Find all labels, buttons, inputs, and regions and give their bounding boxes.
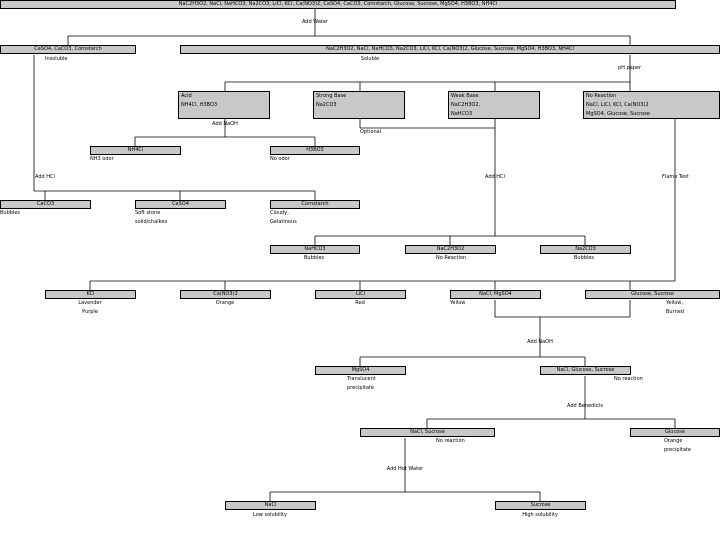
strong-base-box: Strong Base Na2CO3 xyxy=(313,91,405,119)
cornstarch-note-line: Gelatinous xyxy=(270,219,297,225)
cano3-box: Ca(NO3)2 xyxy=(180,290,271,299)
step-flame-test: Flame Test xyxy=(662,174,689,180)
glucose-box: Glucose xyxy=(630,428,720,437)
step-add-naoh-2: Add NaOH xyxy=(527,339,553,345)
caco3-box: CaCO3 xyxy=(0,200,91,209)
sucrose-box: Sucrose xyxy=(495,501,586,510)
h3bo3-note: No odor xyxy=(270,156,290,162)
nacl-mgso4-note: Yellow xyxy=(450,300,466,306)
nahco3-box: NaHCO3 xyxy=(270,245,360,254)
nh4cl-box: NH4Cl xyxy=(90,146,181,155)
glucose-note-line: Orange xyxy=(664,438,683,444)
no-reaction-box: No Reaction NaCl, LiCl, KCl, Ca(NO3)2 Mg… xyxy=(583,91,720,119)
mgso4-box: MgSO4 xyxy=(315,366,406,375)
kcl-note-line: Lavender xyxy=(78,300,102,306)
step-add-benedicts: Add Benedicts xyxy=(567,403,603,409)
nacl-sucrose-box: NaCl, Sucrose xyxy=(360,428,495,437)
cornstarch-note: Cloudy, Gelatinous xyxy=(270,209,297,227)
weak-base-box: Weak Base NaC2H3O2, NaHCO3 xyxy=(448,91,540,119)
root-box: NaC2H3O2, NaCl, NaHCO3, Na2CO3, LiCl, KC… xyxy=(0,0,676,9)
soluble-box: NaC2H3O2, NaCl, NaHCO3, Na2CO3, LiCl, KC… xyxy=(180,45,720,54)
step-add-hcl-left: Add HCl xyxy=(35,174,55,180)
kcl-box: KCl xyxy=(45,290,136,299)
kcl-note: Lavender Purple xyxy=(78,299,101,317)
nacl-mgso4-box: NaCl, MgSO4 xyxy=(450,290,541,299)
mgso4-note: Translucent precipitate xyxy=(347,375,376,393)
nacl-glucose-sucrose-box: NaCl, Glucose, Sucrose xyxy=(540,366,631,375)
nh4cl-note: NH3 odor xyxy=(90,156,114,162)
insoluble-box: CaSO4, CaCO3, Cornstarch xyxy=(0,45,136,54)
glucose-sucrose-note-line: Yellow, xyxy=(666,300,683,306)
mgso4-note-line: Translucent xyxy=(347,376,376,382)
licl-note: Red xyxy=(355,300,365,306)
glucose-sucrose-note-line: Burned xyxy=(666,309,684,315)
nacl-note: Low solubility xyxy=(253,512,287,518)
kcl-note-line: Purple xyxy=(82,309,98,315)
step-optional: Optional xyxy=(360,129,382,135)
insoluble-note: Insoluble xyxy=(45,56,68,62)
no-reaction-item: NaCl, LiCl, KCl, Ca(NO3)2 xyxy=(586,102,649,108)
h3bo3-box: H3BO3 xyxy=(270,146,360,155)
no-reaction-item: MgSO4, Glucose, Sucrose xyxy=(586,111,650,117)
sucrose-note: High solubility xyxy=(522,512,558,518)
no-reaction-title: No Reaction xyxy=(586,93,617,99)
strong-base-items: Na2CO3 xyxy=(316,102,337,108)
cornstarch-box: Cornstarch xyxy=(270,200,360,209)
glucose-sucrose-box: Glucose, Sucrose xyxy=(585,290,720,299)
nacl-box: NaCl xyxy=(225,501,316,510)
acid-items: NH4Cl, H3BO3 xyxy=(181,102,218,108)
cornstarch-note-line: Cloudy, xyxy=(270,210,289,216)
weak-base-title: Weak Base xyxy=(451,93,479,99)
weak-base-item: NaC2H3O2, xyxy=(451,102,481,108)
nac2h3o2-box: NaC2H3O2 xyxy=(405,245,496,254)
caso4-note: Soft stone solid/chalkes xyxy=(135,209,167,227)
step-add-hcl-mid: Add HCl xyxy=(485,174,505,180)
glucose-note: Orange precipitate xyxy=(664,437,691,455)
acid-title: Acid xyxy=(181,93,192,99)
caso4-note-line: solid/chalkes xyxy=(135,219,168,225)
nahco3-note: Bubbles xyxy=(304,255,325,261)
soluble-note: Soluble xyxy=(360,56,380,62)
licl-box: LiCl xyxy=(315,290,406,299)
mgso4-note-line: precipitate xyxy=(347,385,374,391)
step-add-water: Add Water xyxy=(301,19,329,25)
nac2h3o2-note: No Reaction xyxy=(436,255,467,261)
caso4-box: CaSO4 xyxy=(135,200,226,209)
caco3-note: Bubbles xyxy=(0,210,21,216)
glucose-sucrose-note: Yellow, Burned xyxy=(666,299,684,317)
step-ph-paper: pH paper xyxy=(618,65,642,71)
caso4-note-line: Soft stone xyxy=(135,210,161,216)
step-add-naoh-acid: Add NaOH xyxy=(212,121,238,127)
cano3-note: Orange xyxy=(215,300,235,306)
acid-box: Acid NH4Cl, H3BO3 xyxy=(178,91,270,119)
strong-base-title: Strong Base xyxy=(316,93,347,99)
weak-base-item: NaHCO3 xyxy=(451,111,473,117)
na2co3-box: Na2CO3 xyxy=(540,245,631,254)
na2co3-note: Bubbles xyxy=(574,255,595,261)
glucose-note-line: precipitate xyxy=(664,447,691,453)
step-add-hot-water: Add Hot Water xyxy=(386,466,424,472)
nacl-glucose-sucrose-note: No reaction xyxy=(614,376,643,382)
nacl-sucrose-note: No reaction xyxy=(436,438,465,444)
